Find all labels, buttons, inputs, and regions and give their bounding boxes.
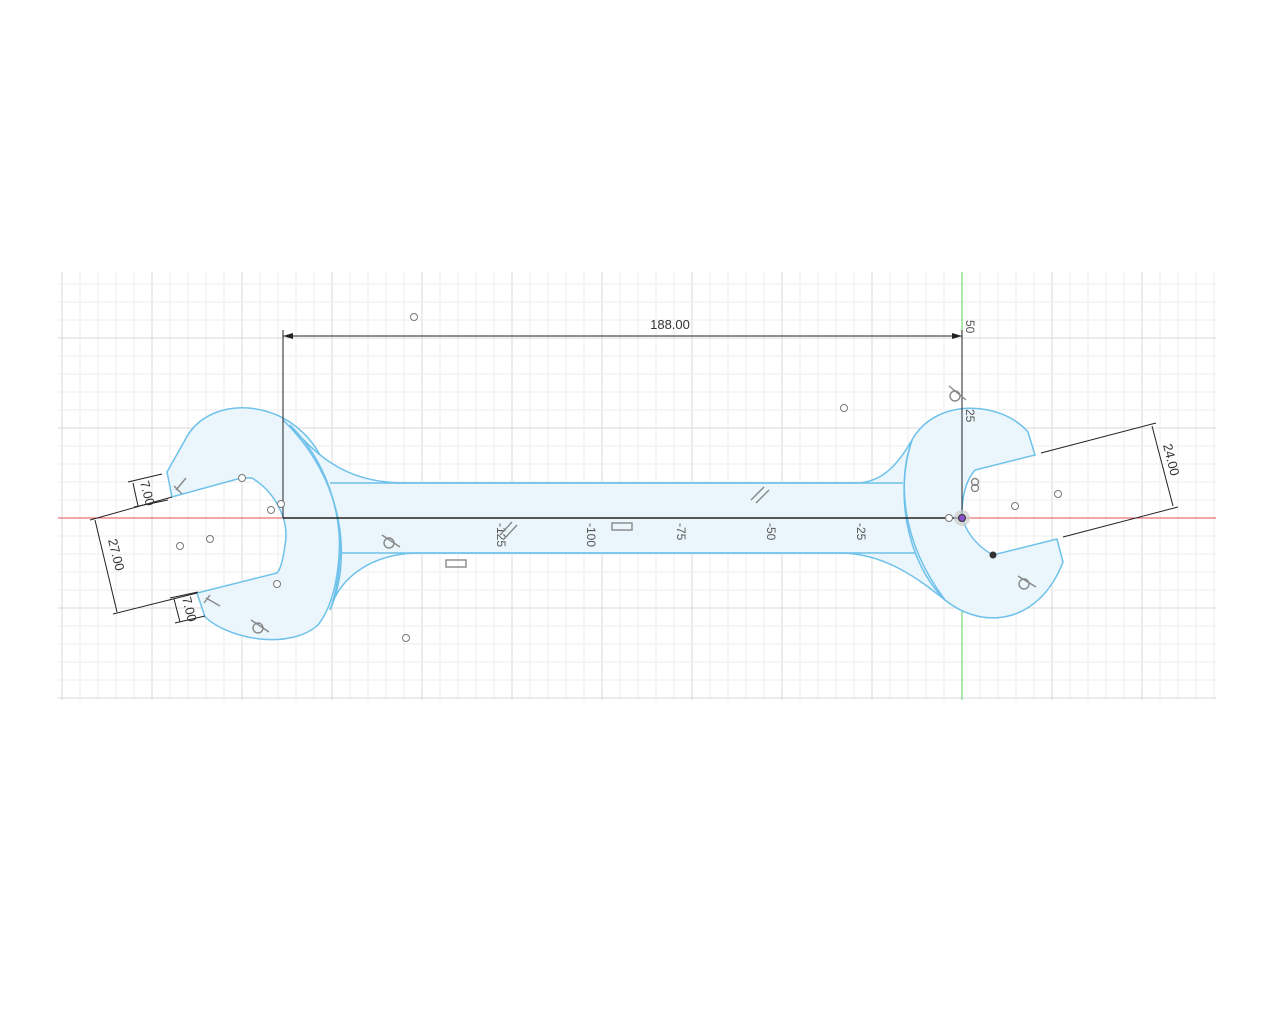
dimension-line[interactable] (94, 519, 118, 613)
perpendicular-constraint-icon[interactable] (203, 594, 221, 607)
dimension-line[interactable] (132, 482, 139, 507)
dimension-jaw-tip-top[interactable]: 7.00 (137, 479, 158, 507)
right-head-arc (903, 439, 946, 601)
tangent-constraint-icon[interactable] (381, 534, 401, 549)
axis-label: -100 (584, 523, 598, 547)
tangent-constraint-icon[interactable] (250, 619, 270, 634)
coincident-constraint-icon[interactable] (970, 477, 980, 493)
extension-line (133, 499, 169, 508)
left-jaw-head[interactable] (166, 407, 341, 641)
parallel-constraint-icon[interactable] (750, 486, 770, 504)
dimension-jaw-right[interactable]: 24.00 (1160, 442, 1182, 477)
axis-label: -125 (494, 523, 508, 547)
sketch-points[interactable] (176, 313, 1062, 642)
axis-label: -50 (764, 523, 778, 541)
tangent-constraint-icon[interactable] (1017, 575, 1037, 590)
axis-label: 25 (963, 409, 977, 423)
dimension-line[interactable] (173, 598, 181, 623)
dimension-jaw-left[interactable]: 27.00 (105, 537, 127, 572)
perpendicular-constraint-icon[interactable] (173, 477, 187, 495)
extension-line (1040, 422, 1157, 454)
arrow-icon (952, 333, 962, 339)
dimension-line[interactable] (1151, 425, 1174, 507)
axis-label: 50 (963, 320, 977, 334)
axis-label: -25 (854, 523, 868, 541)
extension-line (1062, 506, 1179, 538)
horizontal-constraint-icon[interactable] (445, 559, 467, 568)
dimension-length[interactable]: 188.00 (650, 317, 690, 332)
horizontal-constraint-icon[interactable] (611, 522, 633, 531)
extension-line (127, 473, 163, 483)
dimension-jaw-tip-bottom[interactable]: 7.00 (179, 595, 200, 623)
extension-line (169, 591, 199, 599)
extension-line (89, 496, 173, 521)
axis-label: -75 (674, 523, 688, 541)
fixed-point[interactable] (989, 551, 997, 559)
extension-line (112, 592, 198, 615)
arrow-icon (283, 333, 293, 339)
parallel-constraint-icon[interactable] (499, 521, 518, 539)
origin-point[interactable] (958, 514, 966, 522)
tangent-constraint-icon[interactable] (948, 385, 967, 402)
